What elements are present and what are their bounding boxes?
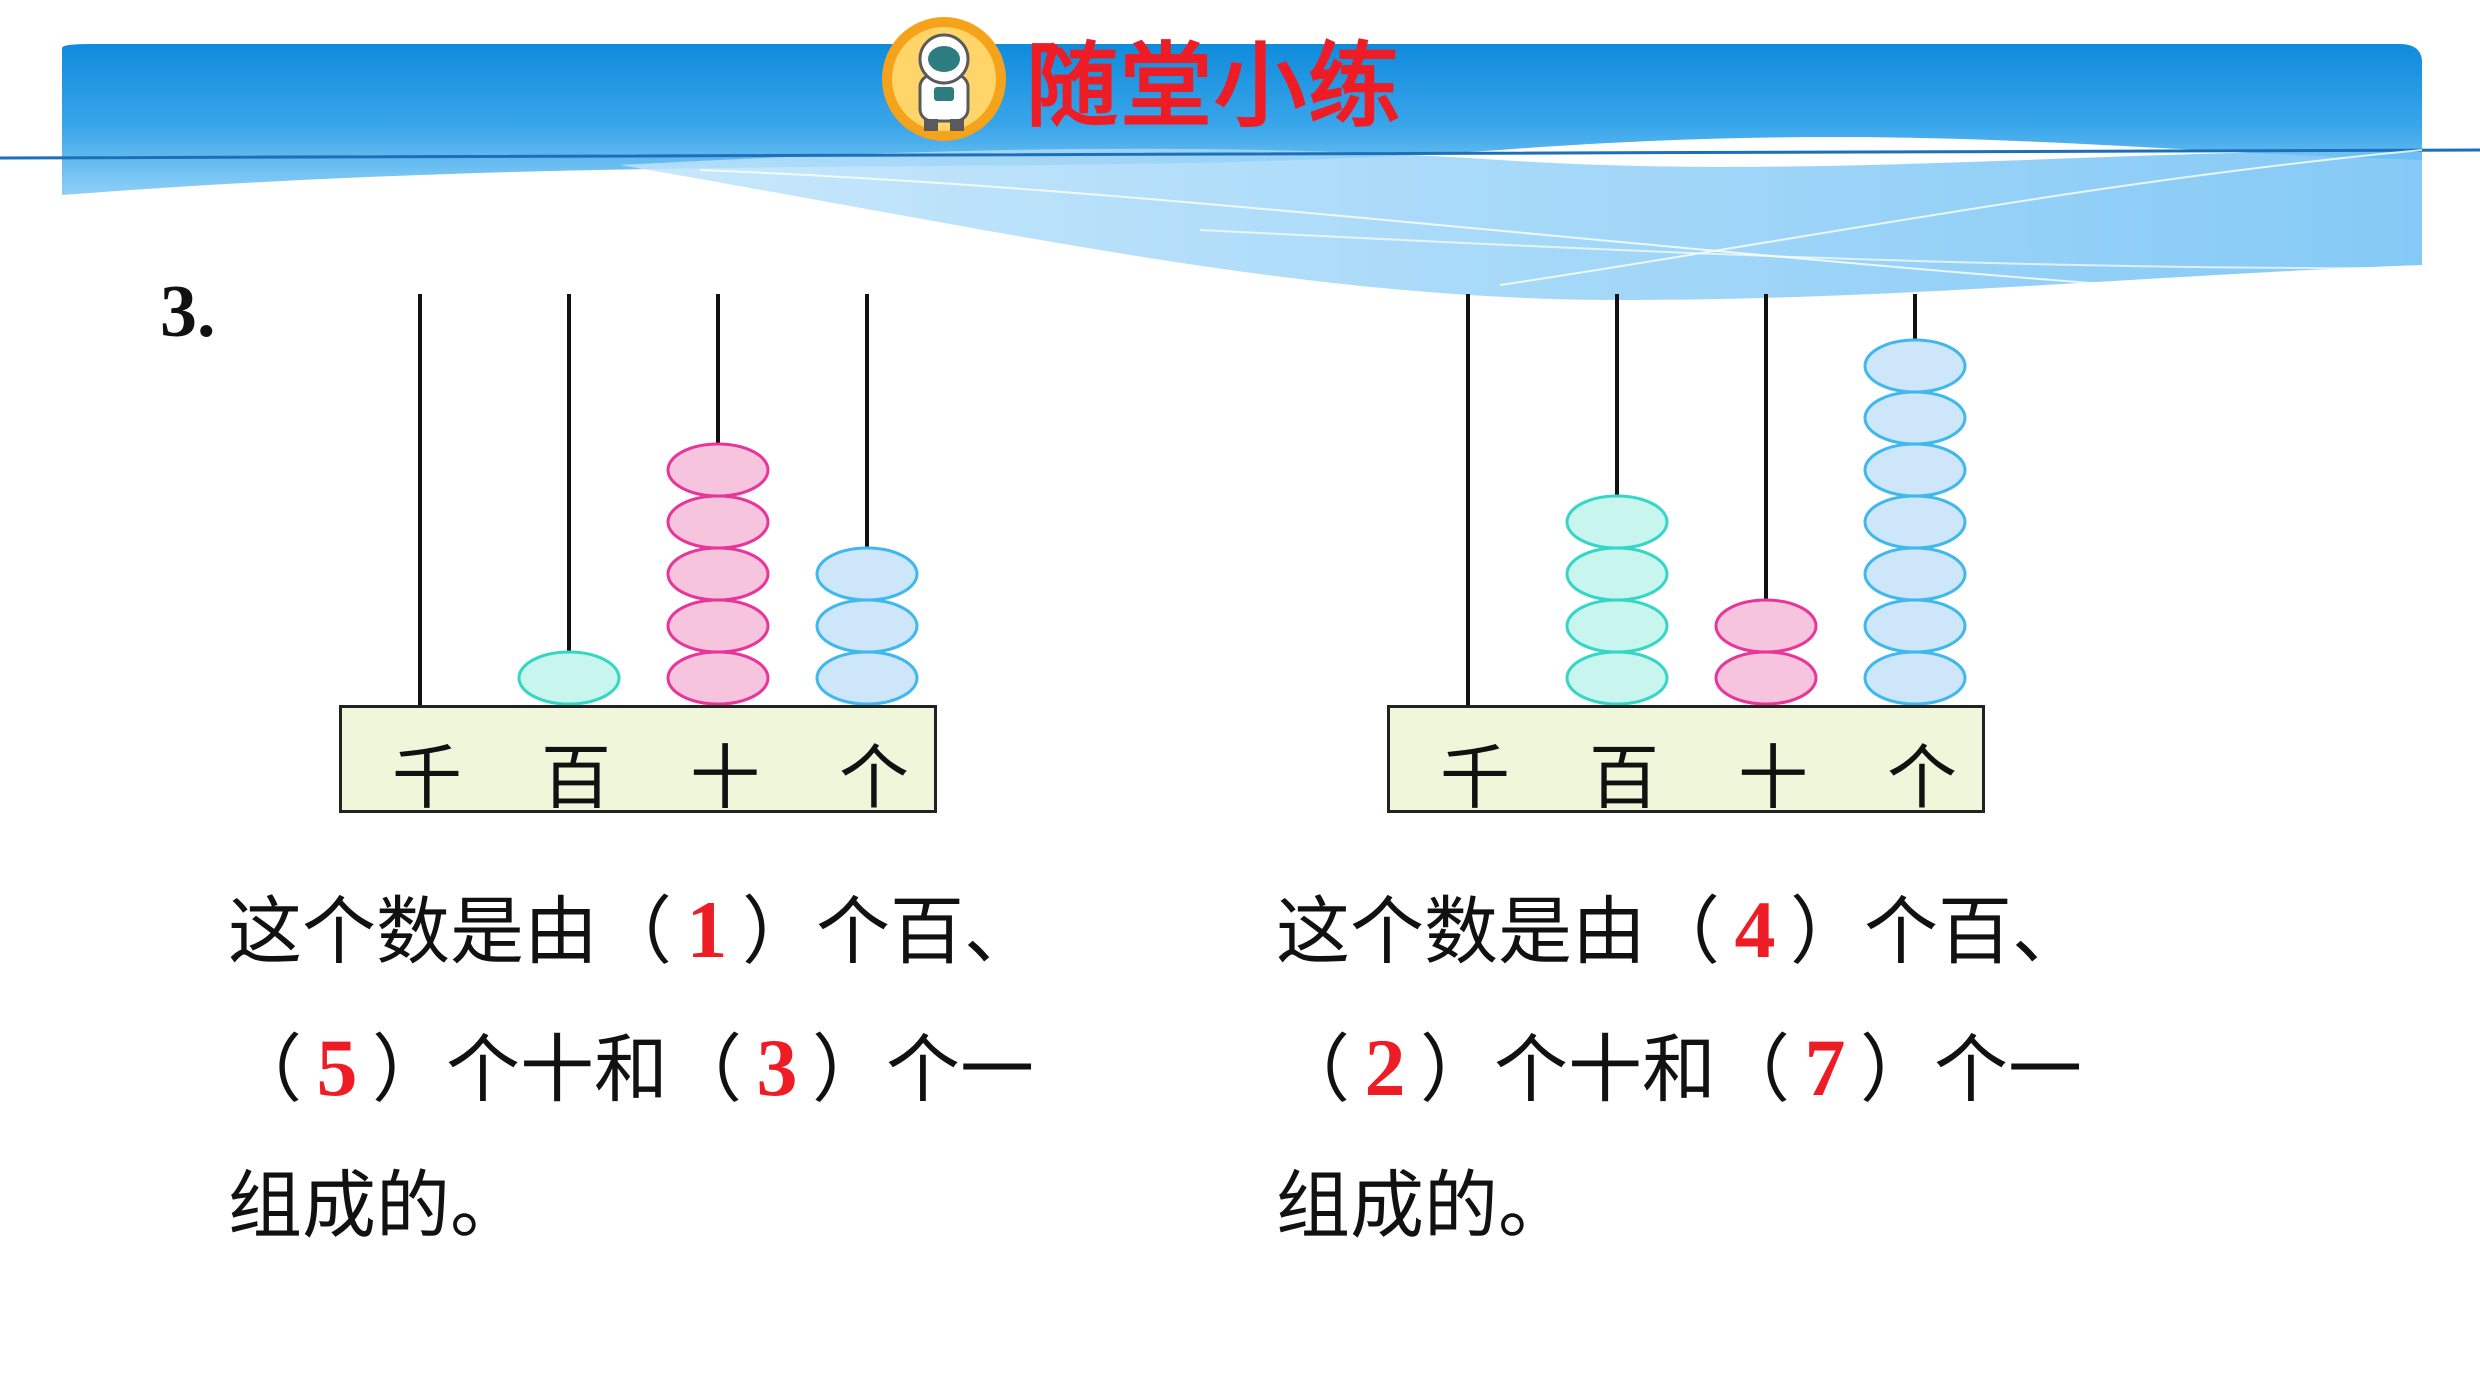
answer-sentence-left: 这个数是由（1）个百、 （5）个十和（3）个一 组成的。 [228, 862, 1128, 1274]
abacus-bead [666, 494, 770, 550]
abacus-bead [666, 598, 770, 654]
sentence-line: 这个数是由（1）个百、 [228, 862, 1128, 1000]
sentence-text: 个十和 [1494, 1027, 1716, 1113]
abacus-right: 千 百 十 个 [1383, 290, 1993, 820]
abacus-bead [1565, 598, 1669, 654]
place-label-ones: 个 [839, 737, 909, 819]
answer-hundreds: 1 [686, 884, 728, 975]
abacus-rods-beads [418, 294, 919, 706]
sentence-text: 个百、 [1864, 889, 2086, 975]
paren-open: （ [1276, 1027, 1350, 1113]
paren-close: ） [742, 889, 816, 975]
sentence-line: 组成的。 [1276, 1138, 2176, 1274]
abacus-rods-beads [1466, 294, 1967, 706]
abacus-bead [1863, 598, 1967, 654]
astronaut-icon [882, 16, 1006, 141]
page-title: 随堂小练 [1026, 33, 1403, 140]
abacus-bead [1565, 650, 1669, 706]
abacus-bead [1863, 390, 1967, 446]
wave-line [699, 169, 2331, 301]
abacus-bead [517, 650, 621, 706]
abacus-bead [1714, 650, 1818, 706]
sentence-text: 个一 [886, 1027, 1034, 1113]
abacus-bead [1863, 338, 1967, 394]
paren-open: （ [598, 889, 672, 975]
abacus-left: 千 百 十 个 [335, 290, 945, 820]
place-label-tens: 十 [1738, 737, 1808, 819]
abacus-bead [1863, 546, 1967, 602]
sentence-line: 这个数是由（4）个百、 [1276, 862, 2176, 1000]
place-label-hundreds: 百 [1589, 737, 1659, 819]
answer-ones: 3 [756, 1022, 798, 1113]
answer-hundreds: 4 [1734, 884, 1776, 975]
paren-open: （ [1646, 889, 1720, 975]
place-label-thousands: 千 [392, 737, 462, 819]
sentence-line: 组成的。 [228, 1138, 1128, 1274]
paren-close: ） [812, 1027, 886, 1113]
paren-close: ） [1420, 1027, 1494, 1113]
answer-sentence-right: 这个数是由（4）个百、 （2）个十和（7）个一 组成的。 [1276, 862, 2176, 1274]
abacus-bead [1565, 494, 1669, 550]
abacus-bead [1565, 546, 1669, 602]
abacus-bead [1863, 650, 1967, 706]
sentence-text: 这个数是由 [1276, 889, 1646, 975]
abacus-bead [666, 650, 770, 706]
abacus-base: 千 百 十 个 [339, 705, 937, 819]
sentence-text: 组成的。 [228, 1163, 524, 1249]
question-number: 3. [160, 271, 216, 353]
sentence-line: （2）个十和（7）个一 [1276, 1000, 2176, 1138]
abacus-bead [1714, 598, 1818, 654]
abacus-bead [815, 546, 919, 602]
answer-tens: 2 [1364, 1022, 1406, 1113]
header-title-group: 随堂小练 [880, 12, 1402, 145]
paren-open: （ [668, 1027, 742, 1113]
place-label-tens: 十 [690, 737, 760, 819]
header-banner [0, 44, 2480, 301]
answer-tens: 5 [316, 1022, 358, 1113]
sentence-line: （5）个十和（3）个一 [228, 1000, 1128, 1138]
abacus-base: 千 百 十 个 [1387, 705, 1985, 819]
abacus-bead [666, 442, 770, 498]
abacus-bead [815, 598, 919, 654]
paren-open: （ [1716, 1027, 1790, 1113]
wave-light [620, 148, 2422, 300]
abacus-bead [1863, 442, 1967, 498]
abacus-bead [666, 546, 770, 602]
sentence-text: 个十和 [446, 1027, 668, 1113]
sentence-text: 个一 [1934, 1027, 2082, 1113]
paren-close: ） [1860, 1027, 1934, 1113]
wave-line [1499, 149, 2423, 286]
abacus-bead [1863, 494, 1967, 550]
paren-close: ） [372, 1027, 446, 1113]
sentence-text: 这个数是由 [228, 889, 598, 975]
place-label-hundreds: 百 [541, 737, 611, 819]
paren-close: ） [1790, 889, 1864, 975]
place-label-ones: 个 [1887, 737, 1957, 819]
wave-line [1199, 229, 2423, 270]
abacus-bead [815, 650, 919, 706]
place-label-thousands: 千 [1440, 737, 1510, 819]
answer-ones: 7 [1804, 1022, 1846, 1113]
paren-open: （ [228, 1027, 302, 1113]
sentence-text: 个百、 [816, 889, 1038, 975]
sentence-text: 组成的。 [1276, 1163, 1572, 1249]
